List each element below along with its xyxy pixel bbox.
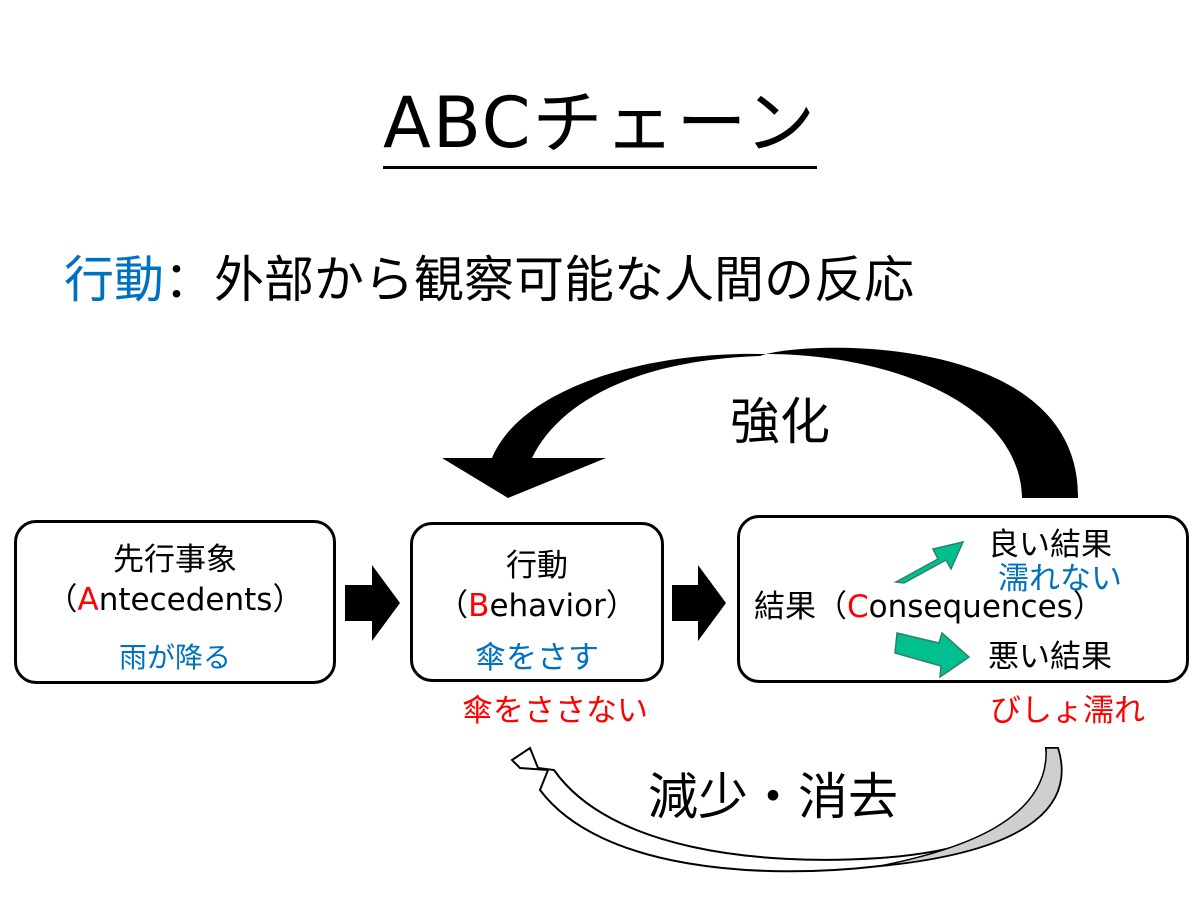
- title-text: ABCチェーン: [382, 82, 818, 169]
- behavior-box: 行動 （Behavior） 傘をさす: [410, 522, 664, 682]
- consequence-label: 結果: [754, 589, 816, 625]
- reinforcement-label: 強化: [730, 393, 830, 451]
- paren-close: ）: [272, 582, 304, 618]
- branch-arrows: [893, 540, 971, 679]
- arrow-a-to-b: [345, 565, 400, 641]
- definition-separator: ：: [164, 251, 214, 309]
- paren-open: （: [46, 582, 78, 618]
- antecedent-english-rest: ntecedents: [98, 582, 273, 618]
- extinction-arrow-shade: [879, 747, 1063, 867]
- antecedent-initial: A: [77, 582, 99, 618]
- consequence-initial: C: [847, 589, 869, 625]
- paren-close: ）: [605, 588, 637, 624]
- good-result-example: 濡れない: [998, 561, 1122, 597]
- consequence-box: 結果（Consequences） 良い結果 濡れない 悪い結果: [737, 515, 1189, 683]
- behavior-initial: B: [468, 588, 490, 624]
- extinction-label: 減少・消去: [648, 768, 898, 826]
- antecedent-english: （Antecedents）: [17, 581, 333, 619]
- good-result-label: 良い結果: [988, 527, 1112, 563]
- behavior-english-rest: ehavior: [489, 588, 606, 624]
- consequence-english: 結果（Consequences）: [754, 588, 1104, 626]
- bad-result-example: びしょ濡れ: [990, 693, 1145, 729]
- antecedent-label: 先行事象: [113, 542, 237, 578]
- antecedent-example: 雨が降る: [118, 641, 231, 674]
- bad-result-label: 悪い結果: [988, 639, 1112, 675]
- behavior-alt-example: 傘をささない: [462, 693, 648, 729]
- good-result-arrow: [893, 540, 965, 584]
- definition-term: 行動: [64, 251, 164, 309]
- behavior-english: （Behavior）: [413, 587, 661, 625]
- definition-text: 外部から観察可能な人間の反応: [214, 251, 914, 309]
- behavior-example: 傘をさす: [475, 640, 599, 676]
- paren-open: （: [437, 588, 469, 624]
- paren-open: （: [816, 589, 847, 625]
- antecedent-box: 先行事象 （Antecedents） 雨が降る: [14, 520, 336, 684]
- paren-close: ）: [1072, 589, 1104, 625]
- slide-title: ABCチェーン: [0, 78, 1200, 169]
- bad-result-arrow: [894, 631, 971, 679]
- reinforcement-arrow: [442, 347, 1079, 498]
- arrow-b-to-c: [672, 565, 726, 641]
- behavior-label: 行動: [506, 548, 568, 584]
- behavior-definition: 行動：外部から観察可能な人間の反応: [64, 245, 914, 315]
- consequence-english-rest: onsequences: [868, 589, 1073, 625]
